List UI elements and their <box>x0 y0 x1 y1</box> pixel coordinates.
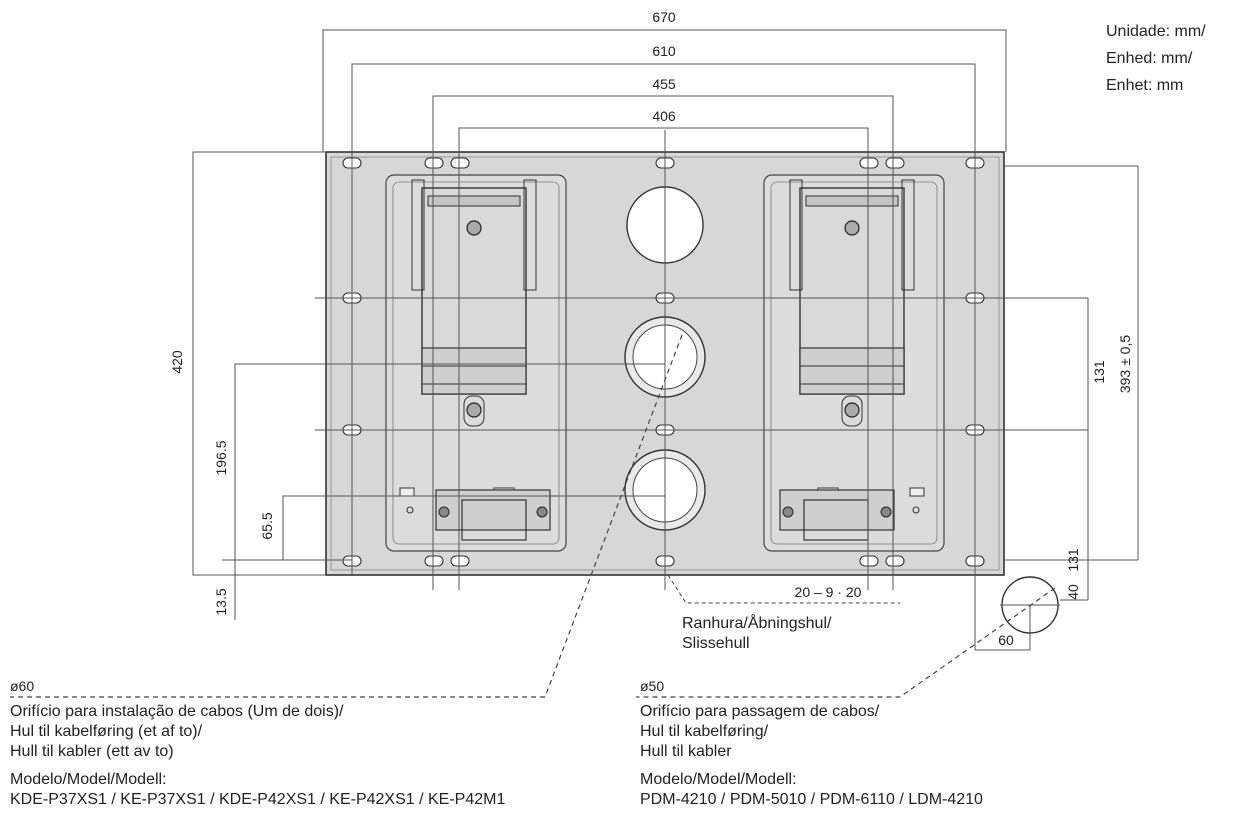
units-legend: Unidade: mm/ Enhed: mm/ Enhet: mm <box>1106 18 1206 99</box>
dim-slot-spacing: 20 – 9 · 20 <box>795 584 862 600</box>
left-note: ø60 Orifício para instalação de cabos (U… <box>10 676 505 810</box>
right-note-leader <box>636 587 1056 698</box>
left-note-line-1: Orifício para instalação de cabos (Um de… <box>10 703 344 720</box>
left-note-models: KDE-P37XS1 / KE-P37XS1 / KDE-P42XS1 / KE… <box>10 791 506 808</box>
dim-196-5: 196.5 <box>213 440 229 475</box>
slot-label-line-1: Ranhura/Åbningshul/ <box>682 615 832 632</box>
left-bracket-area <box>385 174 567 552</box>
dim-60: 60 <box>998 632 1014 648</box>
vertical-dimension-lines-left <box>192 151 665 620</box>
slot-leader-line <box>667 574 900 604</box>
units-line-da: Enhed: mm/ <box>1106 50 1193 67</box>
dim-131-upper: 131 <box>1091 360 1107 384</box>
dim-131-lower: 131 <box>1065 548 1081 572</box>
slot-label-line-2: Slissehull <box>682 635 750 652</box>
right-note: ø50 Orifício para passagem de cabos/ Hul… <box>640 676 983 810</box>
units-line-no: Enhet: mm <box>1106 77 1184 94</box>
slot-label: Ranhura/Åbningshul/ Slissehull <box>682 614 831 654</box>
dim-65-5: 65.5 <box>259 512 275 539</box>
right-note-line-3: Hull til kabler <box>640 743 732 760</box>
dim-610: 610 <box>652 43 676 59</box>
right-note-model-label: Modelo/Model/Modell: <box>640 771 797 788</box>
units-line-pt: Unidade: mm/ <box>1106 23 1206 40</box>
dim-455: 455 <box>652 76 676 92</box>
dim-13-5: 13.5 <box>213 588 229 615</box>
dim-406: 406 <box>652 108 676 124</box>
right-note-diameter: ø50 <box>640 678 665 694</box>
left-note-line-3: Hull til kabler (ett av to) <box>10 743 174 760</box>
horizontal-dimension-lines <box>322 29 1007 650</box>
left-note-diameter: ø60 <box>10 678 35 694</box>
right-note-line-1: Orifício para passagem de cabos/ <box>640 703 880 720</box>
vertical-dimension-lines-right <box>315 165 1139 601</box>
left-note-model-label: Modelo/Model/Modell: <box>10 771 167 788</box>
dim-420: 420 <box>169 350 185 374</box>
right-note-line-2: Hul til kabelføring/ <box>640 723 769 740</box>
left-note-line-2: Hul til kabelføring (et af to)/ <box>10 723 203 740</box>
dim-670: 670 <box>652 9 676 25</box>
right-bracket-area <box>763 174 945 552</box>
right-note-models: PDM-4210 / PDM-5010 / PDM-6110 / LDM-421… <box>640 791 983 808</box>
left-note-leader <box>10 334 683 698</box>
dim-393: 393 ± 0,5 <box>1117 335 1133 393</box>
dim-40: 40 <box>1065 584 1081 600</box>
